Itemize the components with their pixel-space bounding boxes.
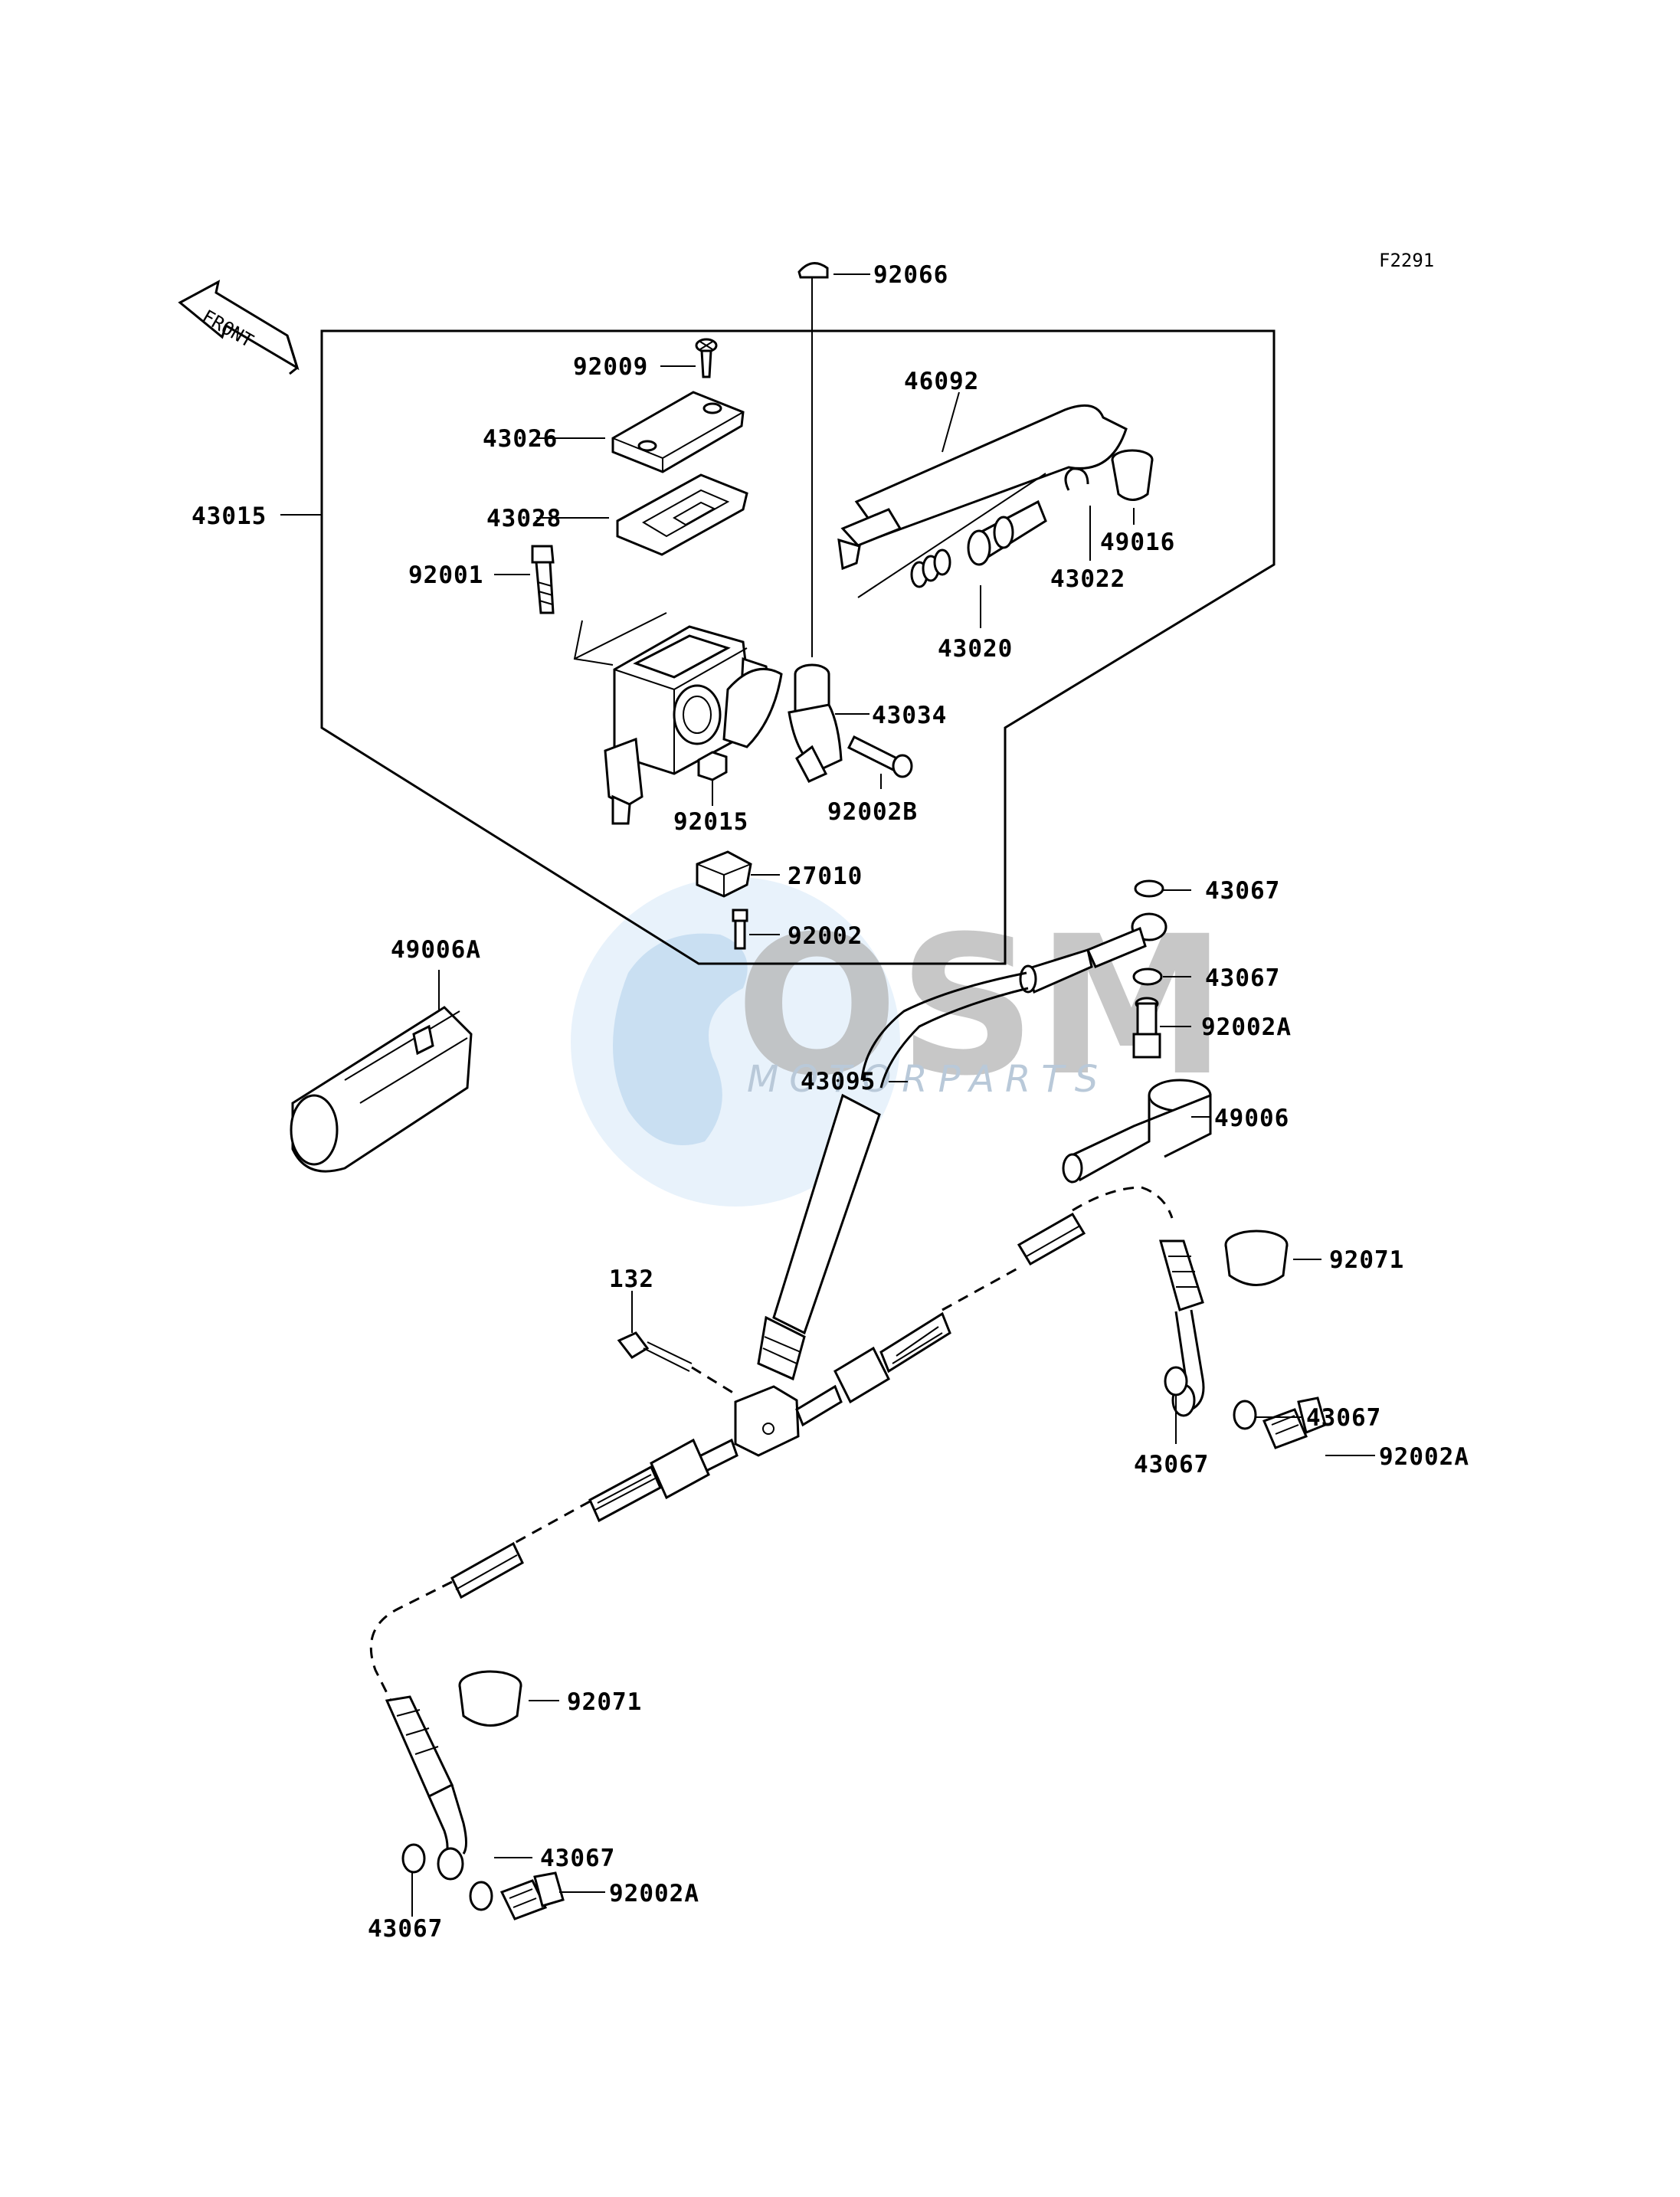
boot-49006 xyxy=(1062,1079,1212,1184)
switch-27010 xyxy=(696,850,752,898)
figure-reference: F2291 xyxy=(1379,250,1434,271)
label-43015: 43015 xyxy=(192,503,267,530)
label-43067-right-2: 43067 xyxy=(1134,1451,1209,1478)
boot-49006A xyxy=(290,1006,473,1173)
label-49006A: 49006A xyxy=(391,936,481,964)
watermark-globe-land xyxy=(613,933,748,1145)
label-43028: 43028 xyxy=(486,505,562,532)
piston-43020 xyxy=(857,473,1047,598)
assembly-outline xyxy=(320,329,1276,965)
label-92066: 92066 xyxy=(873,261,948,289)
holder-43034 xyxy=(788,663,843,783)
nut-92015 xyxy=(697,751,728,781)
label-92001: 92001 xyxy=(408,562,483,589)
label-92002A-right: 92002A xyxy=(1379,1443,1469,1471)
hose-43095 xyxy=(757,879,1167,1381)
cap-43026 xyxy=(611,391,745,473)
screw-92002 xyxy=(732,909,748,950)
washer-43067-right-b xyxy=(1233,1400,1257,1430)
part-labels: 92066 92009 46092 43026 43015 43028 4901… xyxy=(192,261,1469,1943)
banjo-bolt-92002A-upper xyxy=(1132,997,1161,1059)
leader-lines xyxy=(280,273,1375,1917)
bolt-92001 xyxy=(531,545,555,614)
label-27010: 27010 xyxy=(788,863,863,890)
label-43022: 43022 xyxy=(1050,565,1125,593)
label-43067-left-2: 43067 xyxy=(368,1915,443,1943)
master-cylinder-body xyxy=(573,612,783,825)
label-92015: 92015 xyxy=(673,808,748,836)
washer-43067-left-b xyxy=(469,1881,493,1911)
label-43095: 43095 xyxy=(801,1068,876,1095)
label-92009: 92009 xyxy=(573,353,648,381)
grommet-92071-lower xyxy=(458,1670,522,1727)
washer-43067-upper xyxy=(1132,968,1163,986)
boot-49016 xyxy=(1111,449,1154,501)
front-arrow: FRONT xyxy=(178,280,300,375)
label-46092: 46092 xyxy=(904,368,979,395)
label-43067-upper-1: 43067 xyxy=(1205,877,1280,905)
label-92071-upper: 92071 xyxy=(1329,1246,1404,1274)
circlip-43022 xyxy=(1064,467,1089,491)
label-49016: 49016 xyxy=(1100,529,1175,556)
label-43067-right-1: 43067 xyxy=(1306,1404,1381,1432)
bolt-92002B xyxy=(847,735,913,778)
label-43034: 43034 xyxy=(872,702,947,729)
label-92002B: 92002B xyxy=(827,798,918,826)
washer-43067-left-a xyxy=(401,1843,426,1874)
watermark: OSM MOTORPARTS xyxy=(571,877,1226,1207)
washer-43067-right-a xyxy=(1164,1366,1188,1396)
label-92071-lower: 92071 xyxy=(567,1688,642,1716)
label-132: 132 xyxy=(609,1265,654,1293)
watermark-sub-text: MOTORPARTS xyxy=(747,1058,1109,1101)
diaphragm-43028 xyxy=(616,473,748,556)
banjo-bolt-92002A-left xyxy=(499,1871,565,1920)
label-43026: 43026 xyxy=(483,425,558,453)
label-43020: 43020 xyxy=(938,635,1013,663)
label-92002A-left: 92002A xyxy=(609,1880,699,1907)
label-92002: 92002 xyxy=(788,922,863,950)
grommet-92071-upper xyxy=(1224,1229,1289,1286)
label-49006: 49006 xyxy=(1214,1105,1289,1132)
label-43067-upper-2: 43067 xyxy=(1205,964,1280,992)
brake-lines xyxy=(369,1186,1205,1881)
lever-46092 xyxy=(837,404,1128,571)
label-43067-left-1: 43067 xyxy=(540,1845,615,1872)
screw-92009 xyxy=(695,338,718,378)
banjo-bolt-92002A-right xyxy=(1262,1396,1327,1449)
cap-92066 xyxy=(797,262,829,657)
label-92002A-upper: 92002A xyxy=(1201,1013,1292,1041)
